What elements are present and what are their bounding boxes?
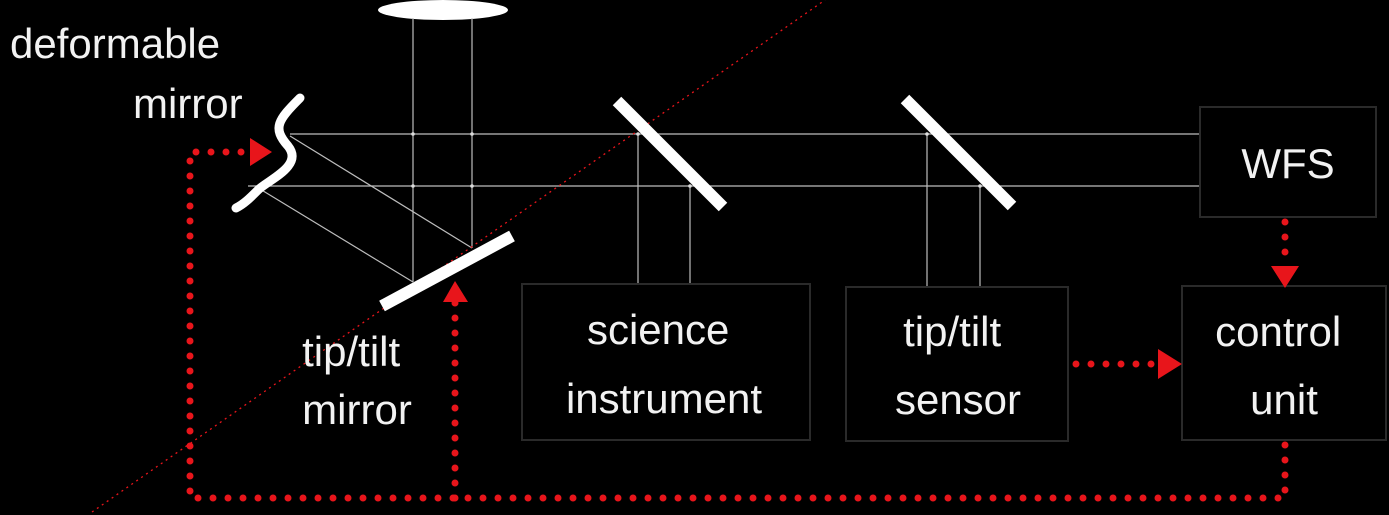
label-control-unit: control unit (1215, 308, 1353, 423)
label-science-instrument-line1: science (587, 306, 729, 353)
label-tip-tilt-sensor-line2: sensor (895, 376, 1021, 423)
diagonal-dotted-line (91, 0, 826, 513)
arrow-to-control-unit-side-icon (1158, 349, 1182, 379)
label-tip-tilt-sensor: tip/tilt sensor (895, 308, 1021, 423)
label-science-instrument: science instrument (566, 306, 762, 422)
telescope-lens (378, 0, 508, 20)
control-unit-box (1181, 285, 1387, 441)
science-instrument-box (521, 283, 811, 441)
arrow-to-deformable-mirror-icon (250, 138, 272, 166)
feedback-loop (186, 148, 1289, 502)
arrow-to-tip-tilt-mirror-icon (443, 281, 468, 302)
label-control-unit-line1: control (1215, 308, 1341, 355)
tip-tilt-mirror-icon (379, 230, 515, 312)
label-tip-tilt-mirror-line2: mirror (302, 386, 412, 433)
arrow-to-control-unit-top-icon (1271, 266, 1299, 288)
beam-splitter-tip-tilt (900, 94, 1017, 211)
feedback-to-deformable-mirror (186, 148, 1289, 502)
beam-dots (411, 132, 982, 188)
label-deformable-mirror-line2: mirror (133, 80, 243, 127)
label-control-unit-line2: unit (1250, 376, 1318, 423)
beam-ttm-to-dm-lower (254, 185, 414, 283)
label-deformable-mirror: deformable mirror (10, 20, 243, 127)
label-tip-tilt-mirror-line1: tip/tilt (302, 328, 400, 375)
beam-splitter-science (612, 96, 728, 212)
label-science-instrument-line2: instrument (566, 375, 762, 422)
feedback-arrowheads (250, 138, 1299, 379)
label-deformable-mirror-line1: deformable (10, 20, 220, 67)
beam-ttm-to-dm-upper (289, 135, 473, 249)
label-wfs: WFS (1241, 140, 1334, 187)
wfs-box (1199, 106, 1377, 218)
deformable-mirror-icon (231, 93, 305, 213)
label-tip-tilt-sensor-line1: tip/tilt (903, 308, 1001, 355)
label-tip-tilt-mirror: tip/tilt mirror (302, 328, 412, 433)
tip-tilt-sensor-box (845, 286, 1069, 442)
